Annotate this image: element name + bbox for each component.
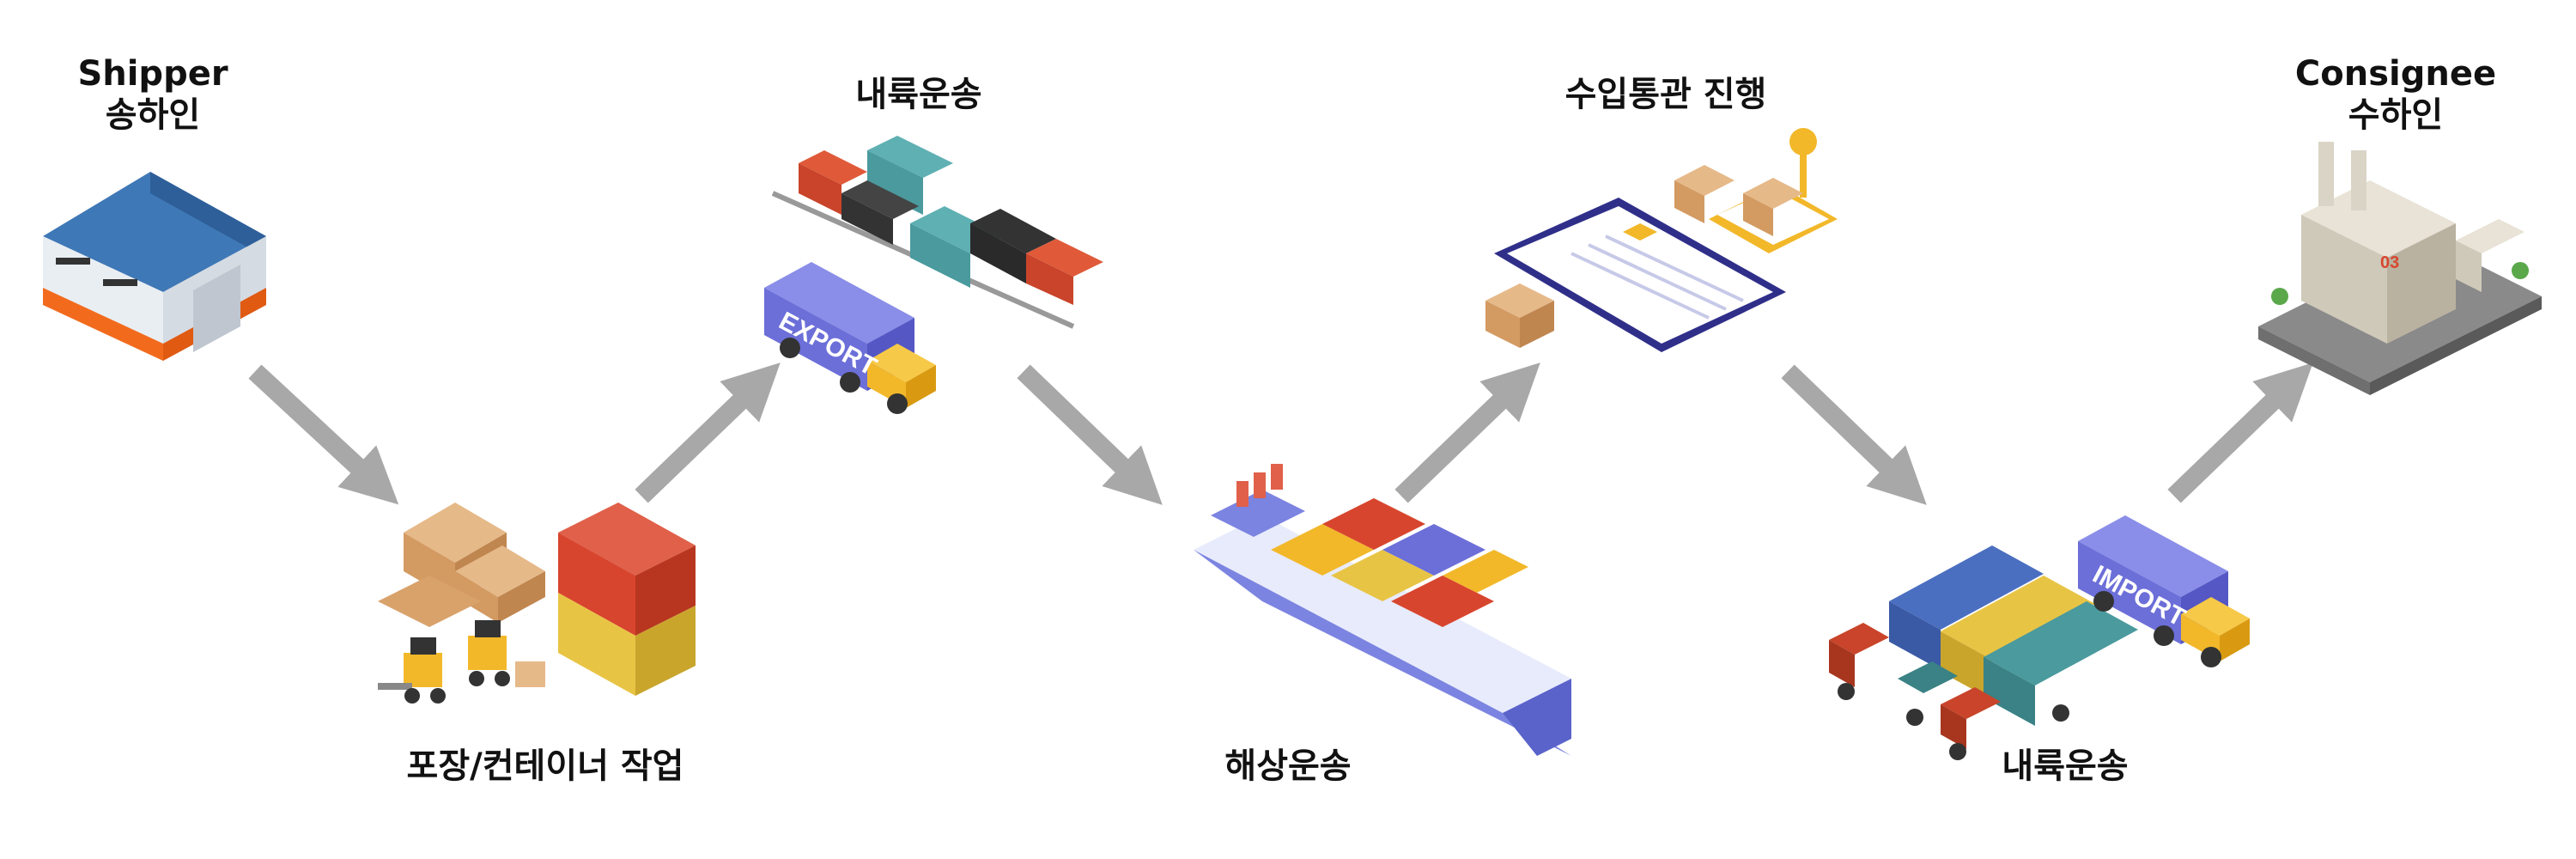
freight-train-icon [771, 136, 1103, 329]
container-ship-icon [1194, 464, 1571, 756]
flow-arrows [248, 362, 2313, 505]
factory-building-icon: 03 [2258, 142, 2542, 395]
arrow-customs-to-inland [1781, 364, 1927, 505]
building-number: 03 [2380, 253, 2399, 272]
shipper-label: Shipper 송하인 [77, 53, 228, 136]
warehouse-icon [43, 172, 266, 361]
consignee-title-en: Consignee [2294, 54, 2497, 94]
arrow-inland-to-consignee [2167, 362, 2313, 503]
shipper-title-ko: 송하인 [105, 95, 201, 135]
arrow-inland-to-ocean [1017, 364, 1163, 505]
arrow-ocean-to-customs [1394, 362, 1540, 503]
ocean-label: 해상운송 [1224, 746, 1352, 786]
arrow-packing-to-inland [635, 362, 781, 503]
shipper-title-en: Shipper [77, 54, 228, 94]
packing-containers-icon [378, 503, 696, 704]
inland-export-label: 내륙운송 [855, 75, 982, 114]
export-truck-icon: EXPORT [764, 262, 936, 414]
customs-clipboard-icon [1485, 128, 1838, 352]
import-trucks-icon: IMPORT [1829, 515, 2250, 760]
consignee-title-ko: 수하인 [2348, 95, 2444, 135]
customs-label: 수입통관 진행 [1564, 75, 1767, 114]
arrow-shipper-to-packing [248, 364, 399, 505]
inland-import-label: 내륙운송 [2002, 746, 2129, 786]
consignee-label: Consignee 수하인 [2295, 53, 2496, 136]
packing-label: 포장/컨테이너 작업 [406, 746, 684, 786]
